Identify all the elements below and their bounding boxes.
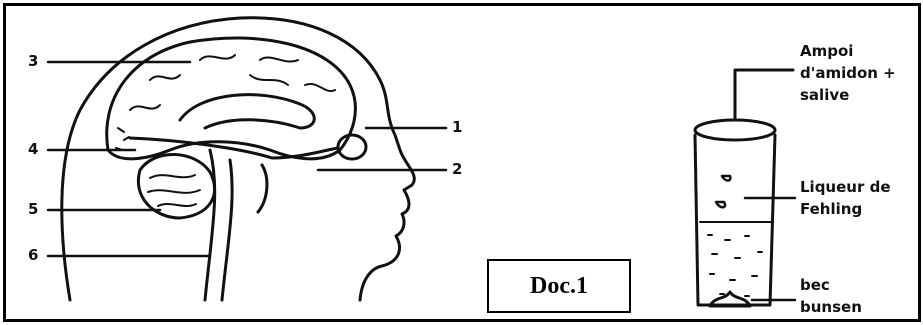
doc-label-box: Doc.1 — [487, 259, 631, 313]
label-4: 4 — [28, 140, 38, 158]
head-outline — [62, 18, 414, 300]
bunsen-label: bec bunsen — [800, 274, 862, 318]
label-1: 1 — [452, 118, 462, 136]
tube-opening — [695, 120, 775, 140]
corpus-callosum — [180, 95, 314, 128]
doc-label: Doc.1 — [530, 273, 588, 300]
label-5: 5 — [28, 200, 38, 218]
brain-outline — [107, 38, 356, 159]
label-6: 6 — [28, 246, 38, 264]
cerebellum — [138, 154, 214, 218]
ampoule-label: Ampoi d'amidon + salive — [800, 40, 896, 106]
label-3: 3 — [28, 52, 38, 70]
label-2: 2 — [452, 160, 462, 178]
fehling-label: Liqueur de Fehling — [800, 176, 891, 220]
